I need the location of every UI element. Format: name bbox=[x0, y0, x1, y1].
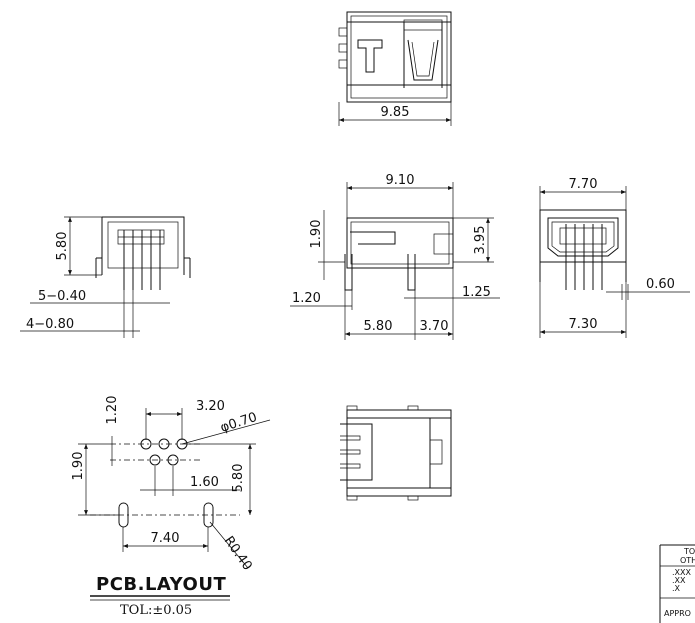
dim-front-pin: 0.60 bbox=[646, 277, 675, 292]
dim-side-pin-width: 1.25 bbox=[462, 285, 491, 300]
dim-side-bottom-left: 5.80 bbox=[364, 319, 393, 334]
dim-side-height-left: 1.90 bbox=[309, 220, 324, 249]
dim-pcb-depth: 5.80 bbox=[231, 464, 246, 493]
dim-side-bottom-right: 3.70 bbox=[420, 319, 449, 334]
dim-pcb-hole-span: 3.20 bbox=[196, 399, 225, 414]
pcb-tolerance: TOL:±0.05 bbox=[120, 603, 192, 618]
title-block-line3: .XXX bbox=[672, 568, 692, 577]
left-view: 5.80 5−0.40 4−0.80 bbox=[20, 216, 191, 338]
dim-pcb-slot-radius: R0.40 bbox=[221, 534, 255, 574]
dim-pcb-row-offset: 1.20 bbox=[105, 396, 120, 425]
front-view: 7.70 7.30 0.60 bbox=[539, 177, 690, 338]
dim-front-width-bottom: 7.30 bbox=[569, 317, 598, 332]
dim-front-width-top: 7.70 bbox=[569, 177, 598, 192]
dim-left-pitch: 5−0.40 bbox=[38, 289, 86, 304]
dim-pcb-row-height: 1.90 bbox=[71, 452, 86, 481]
top-view: 9.85 bbox=[338, 11, 452, 126]
dim-left-height: 5.80 bbox=[55, 232, 70, 261]
title-block-line5: .X bbox=[672, 584, 681, 593]
title-block: TO OTH .XXX .XX .X APPRO bbox=[659, 544, 695, 623]
title-block-line6: APPRO bbox=[664, 609, 691, 618]
dim-side-width: 9.10 bbox=[386, 173, 415, 188]
dim-side-pin-offset: 1.20 bbox=[292, 291, 321, 306]
side-view: 9.10 1.90 3.95 1.20 1.25 5.80 3.70 bbox=[290, 173, 500, 340]
pcb-layout-title: PCB.LAYOUT bbox=[96, 574, 226, 595]
bottom-view bbox=[340, 405, 452, 501]
title-block-line4: .XX bbox=[672, 576, 686, 585]
dim-side-height-right: 3.95 bbox=[473, 226, 488, 255]
dim-pcb-pitch: 1.60 bbox=[190, 475, 219, 490]
title-block-line2: OTH bbox=[680, 556, 695, 565]
title-block-line1: TO bbox=[683, 547, 695, 556]
dim-top-width: 9.85 bbox=[381, 105, 410, 120]
dim-pcb-slot-span: 7.40 bbox=[151, 531, 180, 546]
dim-left-pitch2: 4−0.80 bbox=[26, 317, 74, 332]
pcb-layout: 3.20 1.20 φ0.70 1.90 1.60 5.80 7.40 R0.4… bbox=[71, 396, 271, 618]
